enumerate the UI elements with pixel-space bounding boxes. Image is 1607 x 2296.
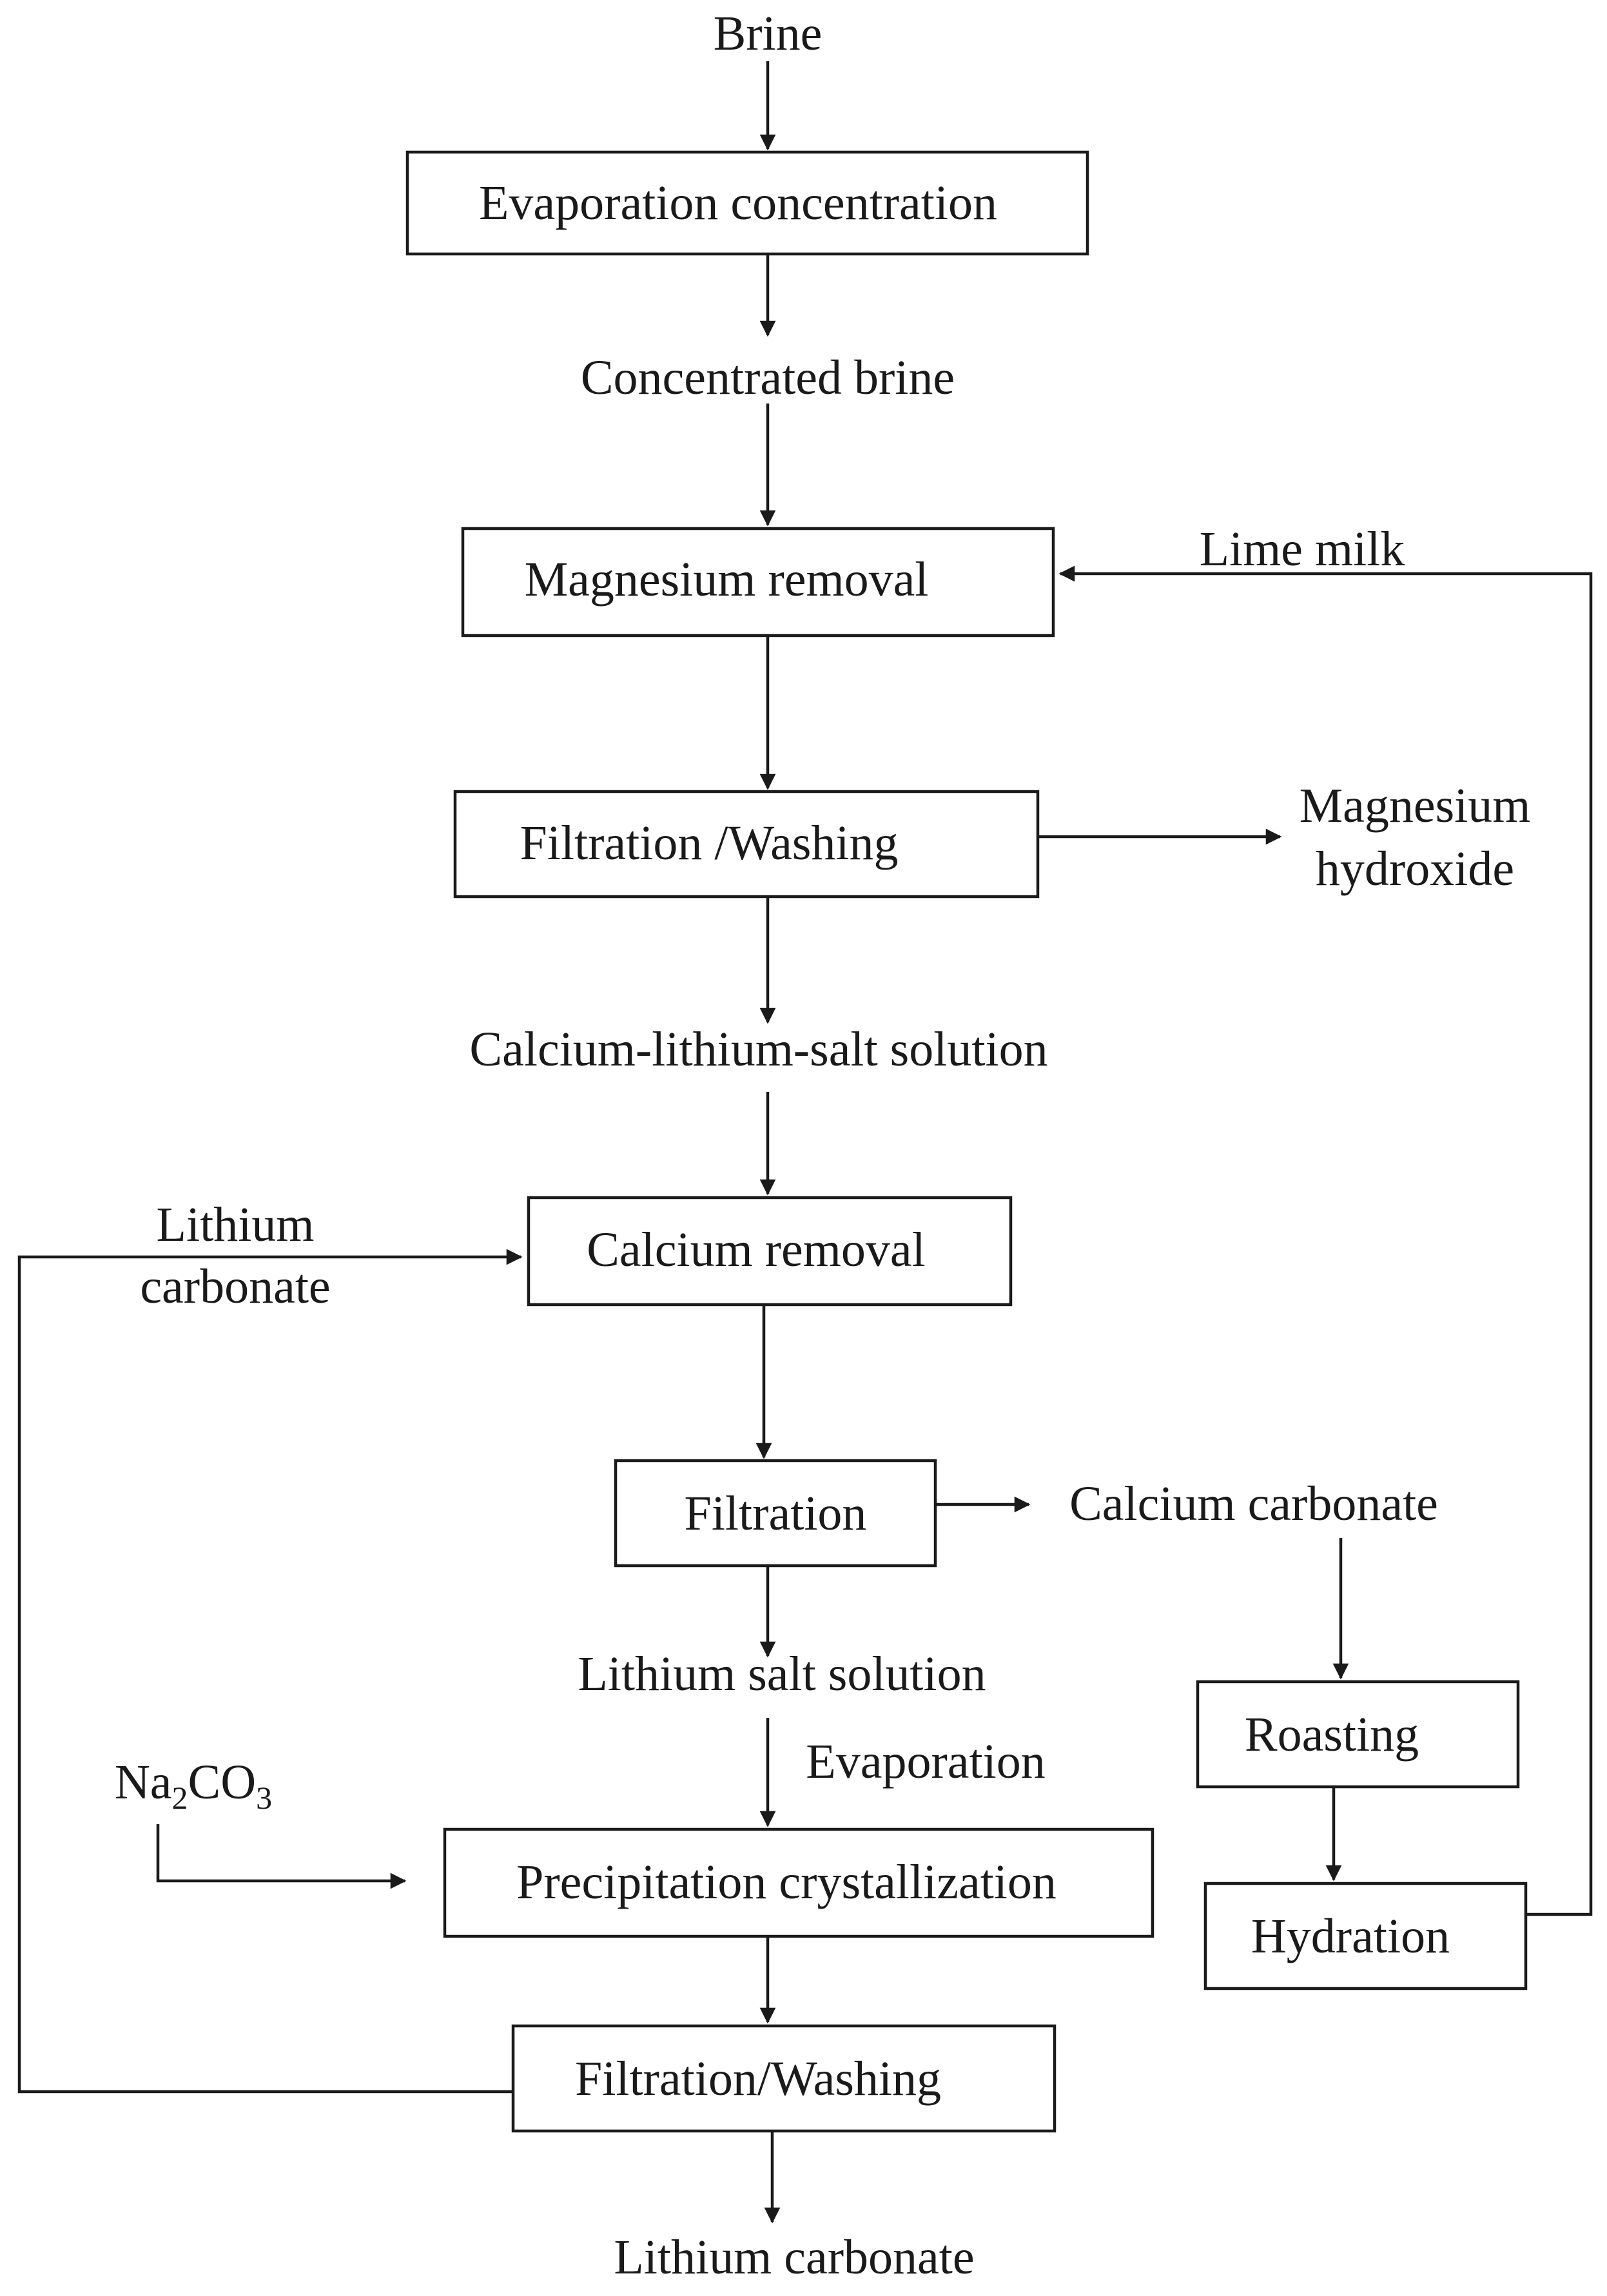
magnesium-removal-box — [461, 527, 1055, 637]
lithium-salt-solution-label: Lithium salt solution — [578, 1647, 986, 1701]
na2co3-subscript-3: 3 — [256, 1780, 272, 1816]
filtration-washing-1-label: Filtration /Washing — [520, 816, 898, 870]
arrow-hydration-to-magnesium-removal-lime-milk — [1058, 565, 1593, 1916]
concentrated-brine-label: Concentrated brine — [581, 351, 955, 405]
evaporation-label: Evaporation — [806, 1735, 1045, 1789]
na2co3-subscript-2: 2 — [172, 1780, 188, 1816]
filtration-washing-2-label: Filtration/Washing — [575, 2052, 941, 2106]
magnesium-hydroxide-label-line1: Magnesium — [1300, 779, 1531, 833]
roasting-box — [1196, 1680, 1520, 1789]
calcium-carbonate-label: Calcium carbonate — [1069, 1477, 1438, 1531]
arrow-na2co3-to-precipitation — [156, 1824, 407, 1889]
lithium-carbonate-recycle-label-line2: carbonate — [140, 1260, 330, 1314]
precipitation-crystallization-box — [443, 1827, 1154, 1938]
lithium-carbonate-recycle-label-line1: Lithium — [157, 1198, 315, 1252]
filtration-washing-1-box — [453, 790, 1040, 899]
calcium-lithium-salt-solution-label: Calcium-lithium-salt solution — [469, 1022, 1047, 1076]
calcium-removal-box — [527, 1196, 1013, 1307]
precipitation-crystallization-label: Precipitation crystallization — [516, 1855, 1057, 1909]
lithium-carbonate-product-label: Lithium carbonate — [614, 2230, 974, 2284]
evaporation-concentration-label: Evaporation concentration — [479, 176, 997, 230]
filtration-box — [614, 1459, 937, 1568]
roasting-label: Roasting — [1245, 1707, 1419, 1762]
lime-milk-label: Lime milk — [1200, 522, 1405, 576]
magnesium-hydroxide-label-line2: hydroxide — [1316, 842, 1514, 896]
hydration-box — [1203, 1882, 1528, 1990]
filtration-washing-2-box — [511, 2024, 1057, 2133]
na2co3-na: Na — [115, 1755, 172, 1809]
na2co3-label: Na2CO3 — [115, 1755, 272, 1816]
hydration-label: Hydration — [1251, 1909, 1450, 1963]
arrow-lithium-carbonate-recycle-to-calcium-removal — [17, 1249, 523, 2094]
magnesium-removal-label: Magnesium removal — [525, 552, 929, 607]
evaporation-concentration-box — [405, 150, 1089, 256]
filtration-label: Filtration — [685, 1486, 867, 1541]
calcium-removal-label: Calcium removal — [587, 1223, 926, 1277]
brine-label: Brine — [714, 6, 823, 61]
na2co3-co: CO — [188, 1755, 257, 1809]
